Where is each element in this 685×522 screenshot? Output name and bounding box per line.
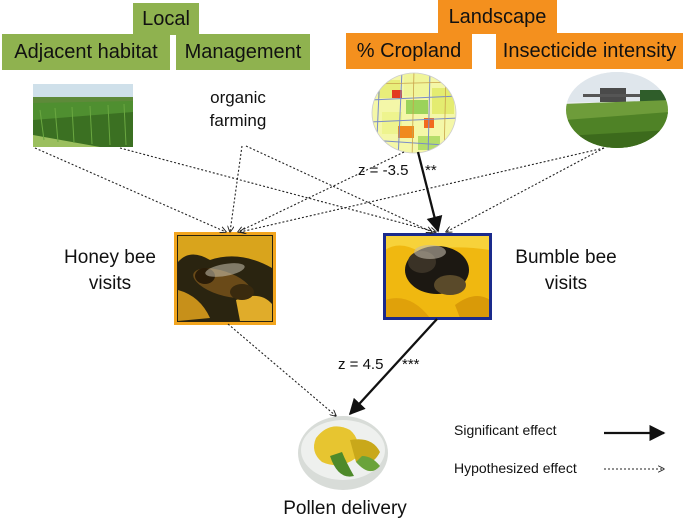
- cropland-box: % Cropland: [346, 33, 472, 69]
- honey-bee-photo: [174, 232, 276, 325]
- bumble-z-value: z = 4.5: [338, 356, 384, 373]
- arrow-management-to-honey: [230, 145, 243, 232]
- landscape-header: Landscape: [438, 0, 557, 34]
- legend-hypothesized-label: Hypothesized effect: [454, 460, 577, 476]
- arrow-honey-to-pollen: [227, 323, 336, 416]
- arrow-habitat-to-honey: [34, 147, 226, 232]
- bumble-significance: ***: [402, 356, 420, 373]
- local-header: Local: [133, 3, 199, 35]
- cropland-z-value: z = -3.5: [358, 162, 409, 179]
- pollen-delivery-label: Pollen delivery: [283, 498, 407, 519]
- field-photo: [33, 84, 133, 147]
- bumble-bee-label: Bumble bee visits: [515, 247, 617, 294]
- adjacent-habitat-box: Adjacent habitat: [2, 34, 170, 70]
- bumble-bee-photo: [383, 233, 492, 320]
- cropland-significance: **: [425, 162, 437, 179]
- pollen-dish-photo: [298, 416, 388, 490]
- organic-farming-label: organic farming: [209, 88, 267, 130]
- arrow-insecticide-to-honey: [240, 147, 605, 232]
- cropland-map: [371, 72, 457, 154]
- legend-significant-label: Significant effect: [454, 422, 557, 438]
- arrow-insecticide-to-bumble: [446, 147, 605, 232]
- arrow-cropland-to-honey: [238, 151, 405, 232]
- arrow-cropland-to-bumble: [416, 151, 443, 233]
- spraying-photo: [566, 72, 668, 148]
- arrow-habitat-to-bumble: [119, 147, 436, 232]
- management-box: Management: [176, 34, 310, 70]
- arrow-management-to-bumble: [245, 145, 432, 232]
- honey-bee-label: Honey bee visits: [64, 247, 156, 294]
- insecticide-box: Insecticide intensity: [496, 33, 683, 69]
- arrow-bumble-to-pollen: [348, 318, 438, 416]
